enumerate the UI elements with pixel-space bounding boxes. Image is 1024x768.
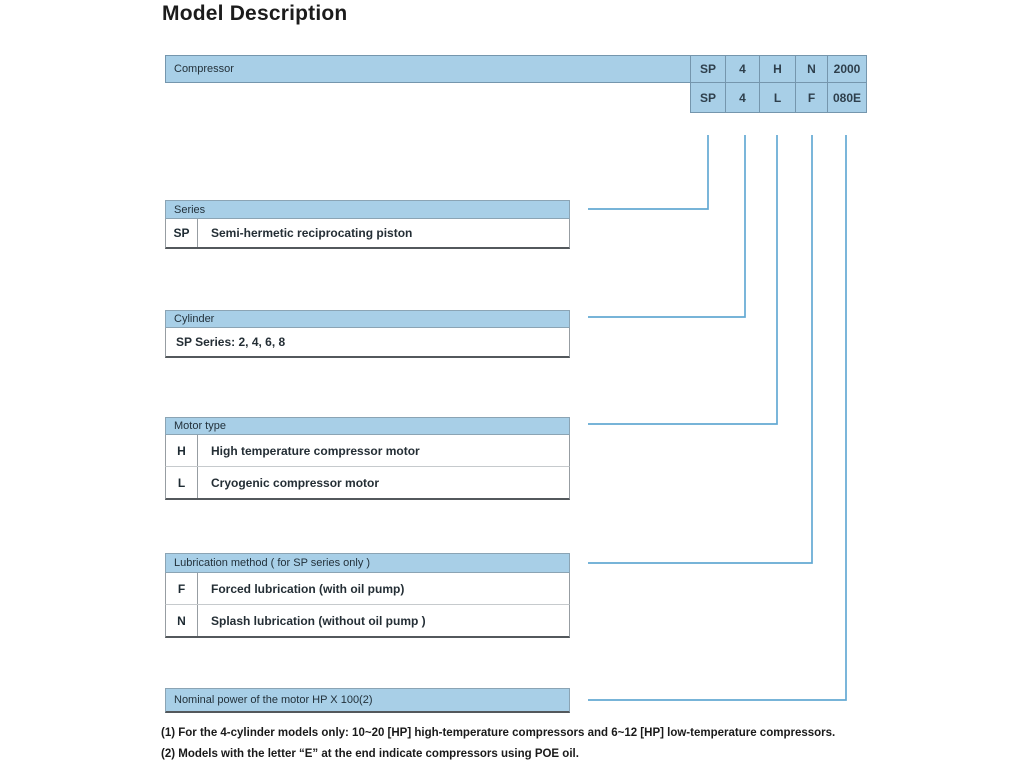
model-cell-cylinder: 4 (725, 55, 760, 83)
connector-nominal-power (588, 135, 847, 701)
section-lubrication: Lubrication method ( for SP series only … (165, 553, 570, 638)
lubrication-code-n: N (166, 605, 198, 636)
table-row: SP Semi-hermetic reciprocating piston (165, 219, 570, 249)
compressor-label: Compressor (165, 55, 691, 83)
section-series: Series SP Semi-hermetic reciprocating pi… (165, 200, 570, 249)
section-motor-type: Motor type H High temperature compressor… (165, 417, 570, 500)
table-row: L Cryogenic compressor motor (165, 467, 570, 500)
series-code: SP (166, 219, 198, 247)
section-nominal-power-header: Nominal power of the motor HP X 100(2) (165, 688, 570, 713)
table-row: H High temperature compressor motor (165, 435, 570, 467)
connector-motor-type (588, 135, 778, 425)
footnote-1: (1) For the 4-cylinder models only: 10~2… (161, 727, 836, 739)
footnote-2: (2) Models with the letter “E” at the en… (161, 748, 579, 760)
model-table-spacer (166, 83, 691, 113)
model-code-table: Compressor SP 4 H N 2000 SP 4 L F 080E (165, 55, 867, 113)
model-row-1: Compressor SP 4 H N 2000 (165, 55, 867, 83)
model-cell-power: 2000 (827, 55, 867, 83)
series-description: Semi-hermetic reciprocating piston (211, 226, 413, 240)
model-row-2: SP 4 L F 080E (166, 82, 867, 113)
model-cell-motor: L (759, 82, 796, 113)
table-row: SP Series: 2, 4, 6, 8 (165, 328, 570, 358)
model-cell-motor: H (759, 55, 796, 83)
table-row: N Splash lubrication (without oil pump ) (165, 605, 570, 638)
section-series-header: Series (165, 200, 570, 219)
motor-code-h: H (166, 435, 198, 466)
section-cylinder-header: Cylinder (165, 310, 570, 328)
model-cell-series: SP (690, 55, 726, 83)
connector-series (588, 135, 709, 210)
connector-cylinder (588, 135, 746, 318)
lubrication-description-n: Splash lubrication (without oil pump ) (211, 613, 426, 628)
model-cell-cylinder: 4 (725, 82, 760, 113)
section-cylinder: Cylinder SP Series: 2, 4, 6, 8 (165, 310, 570, 358)
model-cell-series: SP (690, 82, 726, 113)
model-cell-lubrication: F (795, 82, 828, 113)
lubrication-description-f: Forced lubrication (with oil pump) (211, 581, 405, 596)
lubrication-code-f: F (166, 573, 198, 604)
motor-code-l: L (166, 467, 198, 498)
page-title: Model Description (162, 2, 348, 25)
motor-description-l: Cryogenic compressor motor (211, 475, 380, 490)
section-nominal-power: Nominal power of the motor HP X 100(2) (165, 688, 570, 713)
motor-description-h: High temperature compressor motor (211, 443, 420, 458)
section-motor-type-header: Motor type (165, 417, 570, 435)
cylinder-description: SP Series: 2, 4, 6, 8 (176, 335, 286, 349)
footnotes: (1) For the 4-cylinder models only: 10~2… (161, 723, 841, 765)
model-cell-power: 080E (827, 82, 867, 113)
connector-lubrication (588, 135, 813, 564)
table-row: F Forced lubrication (with oil pump) (165, 573, 570, 605)
model-cell-lubrication: N (795, 55, 828, 83)
section-lubrication-header: Lubrication method ( for SP series only … (165, 553, 570, 573)
